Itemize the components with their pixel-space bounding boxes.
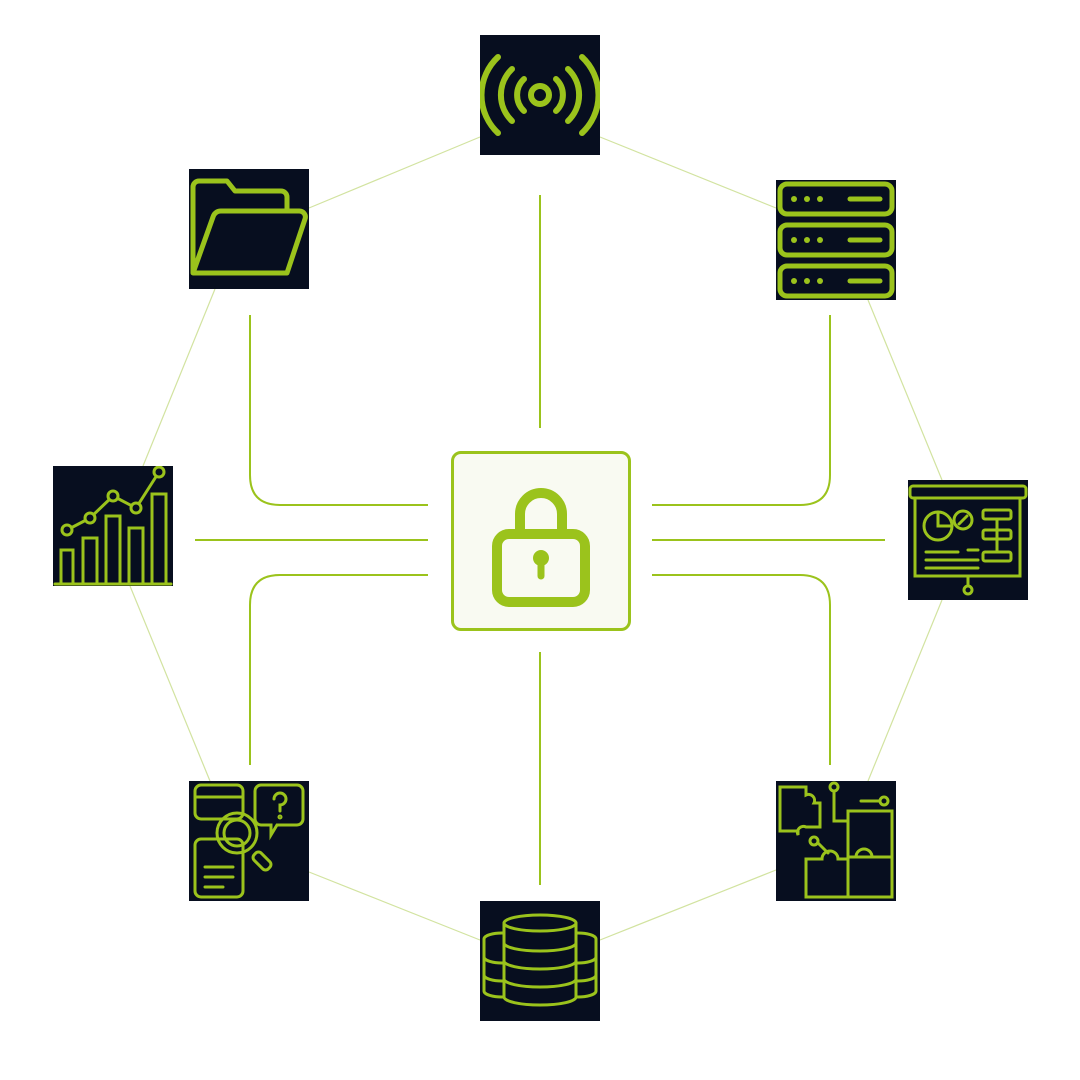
outer-ring <box>129 136 943 941</box>
connector-bottom-left <box>249 574 428 765</box>
ring-edge <box>308 871 481 941</box>
bar-line-chart-icon <box>53 466 173 586</box>
ring-edge <box>867 299 943 481</box>
ring-edge <box>599 136 777 209</box>
connector-bottom-right <box>652 574 831 765</box>
server-rack-icon <box>777 181 895 299</box>
ring-edge <box>308 136 481 209</box>
puzzle-circuit-icon <box>778 781 894 899</box>
node-puzzle[interactable] <box>776 781 896 901</box>
node-chart[interactable] <box>53 466 173 586</box>
connectors <box>195 195 885 885</box>
node-broadcast[interactable] <box>480 35 600 155</box>
search-question-icon <box>193 783 305 899</box>
node-database[interactable] <box>480 901 600 1021</box>
broadcast-signal-icon <box>480 54 600 136</box>
presentation-board-icon <box>908 484 1028 596</box>
node-presentation[interactable] <box>908 480 1028 600</box>
ring-edge <box>142 288 216 467</box>
connector-top-left <box>249 315 428 506</box>
node-search[interactable] <box>189 781 309 901</box>
node-folder[interactable] <box>189 169 309 289</box>
ring-edge <box>867 599 943 782</box>
ring-edge <box>129 585 211 782</box>
center-lock-node <box>451 451 631 631</box>
database-stack-icon <box>482 913 598 1007</box>
ring-edge <box>599 869 777 941</box>
padlock-icon <box>492 488 590 607</box>
connector-top-right <box>652 315 831 506</box>
open-folder-icon <box>190 178 308 276</box>
node-server[interactable] <box>776 180 896 300</box>
